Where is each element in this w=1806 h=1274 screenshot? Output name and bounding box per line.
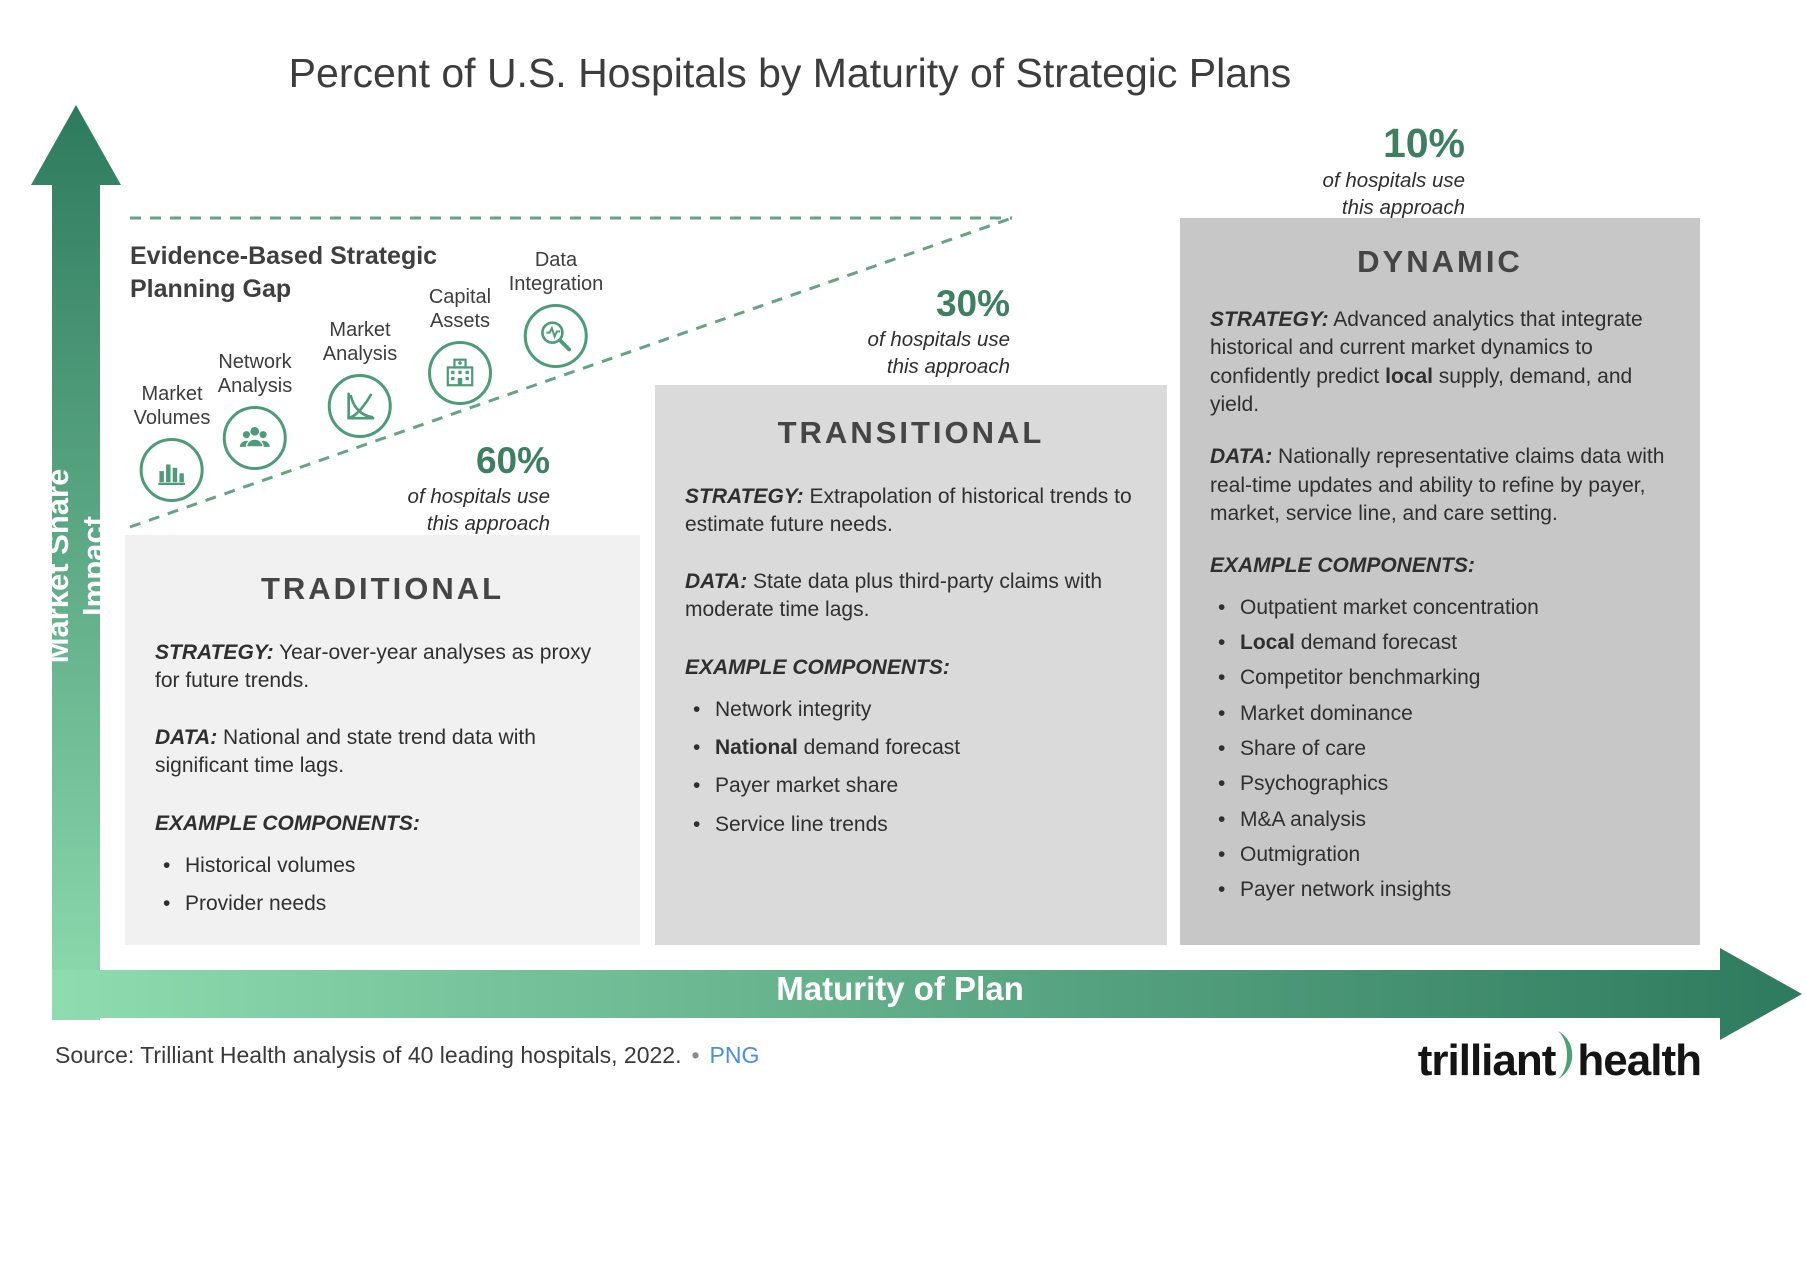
hospital-icon — [428, 340, 492, 405]
list-item: Payer network insights — [1210, 876, 1670, 904]
percent-caption: of hospitals use this approach — [867, 327, 1010, 378]
components-list: Historical volumes Provider needs — [155, 852, 610, 918]
panel-title: TRADITIONAL — [260, 571, 505, 606]
strategy-label: STRATEGY: — [1210, 308, 1329, 331]
milestone-label: Capital Assets — [428, 286, 492, 333]
source-text: Source: Trilliant Health analysis of 40 … — [55, 1042, 682, 1068]
data-section: DATA: National and state trend data with… — [155, 724, 610, 781]
percent-value: 10% — [1382, 120, 1465, 166]
list-item: Historical volumes — [155, 852, 610, 880]
data-text: National and state trend data with signi… — [155, 725, 536, 778]
strategy-label: STRATEGY: — [685, 485, 804, 508]
list-item: Local demand forecast — [1210, 629, 1670, 657]
milestone-market-analysis: Market Analysis — [323, 318, 397, 438]
data-text: State data plus third-party claims with … — [685, 569, 1103, 622]
page-title: Percent of U.S. Hospitals by Maturity of… — [288, 50, 1292, 96]
components-label: EXAMPLE COMPONENTS: — [1210, 554, 1475, 578]
source-line: Source: Trilliant Health analysis of 40 … — [55, 1042, 759, 1069]
strategy-section: STRATEGY: Extrapolation of historical tr… — [685, 483, 1137, 540]
logo-word-health: health — [1577, 1035, 1702, 1085]
data-section: DATA: State data plus third-party claims… — [685, 568, 1137, 625]
data-label: DATA: — [685, 569, 748, 593]
logo-swoosh-icon — [1556, 1028, 1580, 1093]
percent-value: 60% — [475, 440, 550, 481]
list-item: Outmigration — [1210, 841, 1670, 869]
separator-dot: • — [691, 1042, 700, 1068]
strategy-text: Year-over-year analyses as proxy for fut… — [155, 641, 592, 693]
milestone-capital-assets: Capital Assets — [428, 285, 492, 405]
panel-dynamic: DYNAMIC STRATEGY: Advanced analytics tha… — [1180, 218, 1700, 945]
list-item: Outpatient market concentration — [1210, 594, 1670, 622]
callout-60: 60% of hospitals use this approach — [330, 440, 550, 537]
logo-word-trilliant: trilliant — [1417, 1035, 1557, 1085]
data-section: DATA: Nationally representative claims d… — [1210, 443, 1670, 528]
bar-chart-icon — [140, 437, 204, 502]
milestone-market-volumes: Market Volumes — [133, 382, 211, 502]
milestone-data-integration: Data Integration — [508, 248, 604, 368]
strategy-text: Advanced analytics that integrate histor… — [1210, 308, 1643, 388]
callout-30: 30% of hospitals use this approach — [790, 283, 1010, 380]
x-axis-arrow — [52, 948, 1802, 1040]
magnifier-pulse-icon — [523, 303, 588, 368]
list-item: Network integrity — [685, 696, 1137, 724]
strategy-text: supply, demand, and yield. — [1210, 364, 1633, 417]
list-item: Service line trends — [685, 811, 1137, 839]
gap-label: Evidence-Based Strategic Planning Gap — [130, 242, 438, 303]
list-item: Payer market share — [685, 772, 1137, 800]
strategy-label: STRATEGY: — [155, 641, 274, 664]
components-list: Outpatient market concentration Local de… — [1210, 594, 1670, 904]
bold-term: Local — [1240, 631, 1295, 655]
percent-caption: of hospitals use this approach — [407, 484, 550, 535]
item-text: demand forecast — [797, 736, 961, 760]
milestone-label: Market Volumes — [133, 383, 211, 430]
list-item: M&A analysis — [1210, 806, 1670, 834]
callout-10: 10% of hospitals use this approach — [1240, 120, 1465, 221]
y-axis-arrow — [31, 105, 121, 1020]
list-item: National demand forecast — [685, 734, 1137, 762]
components-label: EXAMPLE COMPONENTS: — [685, 656, 950, 680]
bold-term: local — [1385, 364, 1433, 388]
data-label: DATA: — [1210, 445, 1273, 469]
people-icon — [222, 405, 287, 470]
milestone-label: Market Analysis — [322, 319, 398, 366]
strategy-section: STRATEGY: Advanced analytics that integr… — [1210, 306, 1670, 419]
milestone-label: Data Integration — [508, 249, 604, 296]
list-item: Provider needs — [155, 890, 610, 918]
list-item: Share of care — [1210, 735, 1670, 763]
percent-caption: of hospitals use this approach — [1322, 169, 1465, 220]
png-link[interactable]: PNG — [709, 1042, 760, 1068]
components-list: Network integrity National demand foreca… — [685, 696, 1137, 838]
data-text: Nationally representative claims data wi… — [1210, 445, 1665, 526]
strategy-section: STRATEGY: Year-over-year analyses as pro… — [155, 639, 610, 696]
list-item: Competitor benchmarking — [1210, 664, 1670, 692]
panel-traditional: TRADITIONAL STRATEGY: Year-over-year ana… — [125, 535, 640, 945]
data-label: DATA: — [155, 725, 218, 749]
strategy-text: Extrapolation of historical trends to es… — [685, 485, 1132, 537]
panel-title: DYNAMIC — [1357, 244, 1523, 279]
percent-value: 30% — [935, 283, 1010, 324]
list-item: Market dominance — [1210, 700, 1670, 728]
panel-title: TRANSITIONAL — [777, 415, 1045, 450]
x-axis-label: Maturity of Plan — [776, 970, 1024, 1007]
components-label: EXAMPLE COMPONENTS: — [155, 812, 420, 836]
list-item: Psychographics — [1210, 770, 1670, 798]
curves-icon — [327, 373, 392, 438]
milestone-label: Network Analysis — [217, 351, 293, 398]
item-text: demand forecast — [1294, 631, 1458, 655]
milestone-network-analysis: Network Analysis — [218, 350, 292, 470]
panel-transitional: TRANSITIONAL STRATEGY: Extrapolation of … — [655, 385, 1167, 945]
trilliant-health-logo: trilliant health — [1417, 1028, 1702, 1093]
bold-term: National — [715, 736, 798, 760]
